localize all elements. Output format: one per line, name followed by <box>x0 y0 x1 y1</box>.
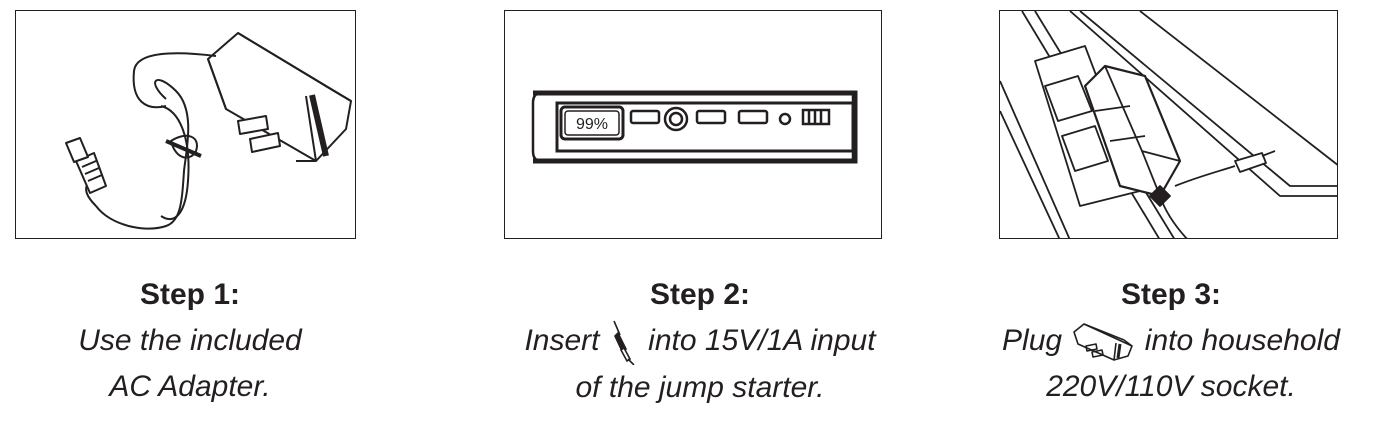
battery-display <box>559 105 625 141</box>
usb-port-1 <box>629 109 661 125</box>
step1-caption: Step 1: Use the included AC Adapter. <box>15 272 365 410</box>
step3-line1-pre: Plug <box>1002 324 1063 357</box>
step2-title: Step 2: <box>649 278 751 311</box>
step1-line1: Use the included <box>78 324 302 357</box>
step1-title: Step 1: <box>139 278 241 311</box>
power-button <box>778 112 792 126</box>
step3-title: Step 3: <box>1120 278 1222 311</box>
step3-image-panel <box>999 10 1338 239</box>
ac-adapter-illustration <box>65 32 352 230</box>
dc-input-port <box>663 106 689 132</box>
step2-line1-post: into 15V/1A input <box>648 324 876 357</box>
usb-port-3 <box>737 109 769 125</box>
wall-socket-illustration <box>1000 11 1337 238</box>
step1-image-panel <box>15 10 356 239</box>
step2-line1: Insert into 15V/1A input <box>490 318 910 366</box>
step2-line2: of the jump starter. <box>575 371 825 405</box>
step2-line1-pre: Insert <box>524 324 600 357</box>
step2-image-panel: 99% <box>504 10 882 239</box>
step3-caption: Step 3: Plug into household 220V/110V so… <box>980 272 1362 410</box>
step3-line1-post: into household <box>1144 324 1340 357</box>
wall-adapter-icon <box>1073 323 1134 361</box>
jump-starter-illustration: 99% <box>531 90 858 164</box>
step1-line2: AC Adapter. <box>109 370 271 403</box>
step2-caption: Step 2: Insert into 15V/1A input of the … <box>490 272 910 411</box>
dc-plug-icon <box>613 320 635 366</box>
battery-percentage: 99% <box>576 116 608 133</box>
usb-port-2 <box>695 109 727 125</box>
step3-line2: 220V/110V socket. <box>1046 370 1296 403</box>
step3-line1: Plug into household <box>980 318 1362 364</box>
